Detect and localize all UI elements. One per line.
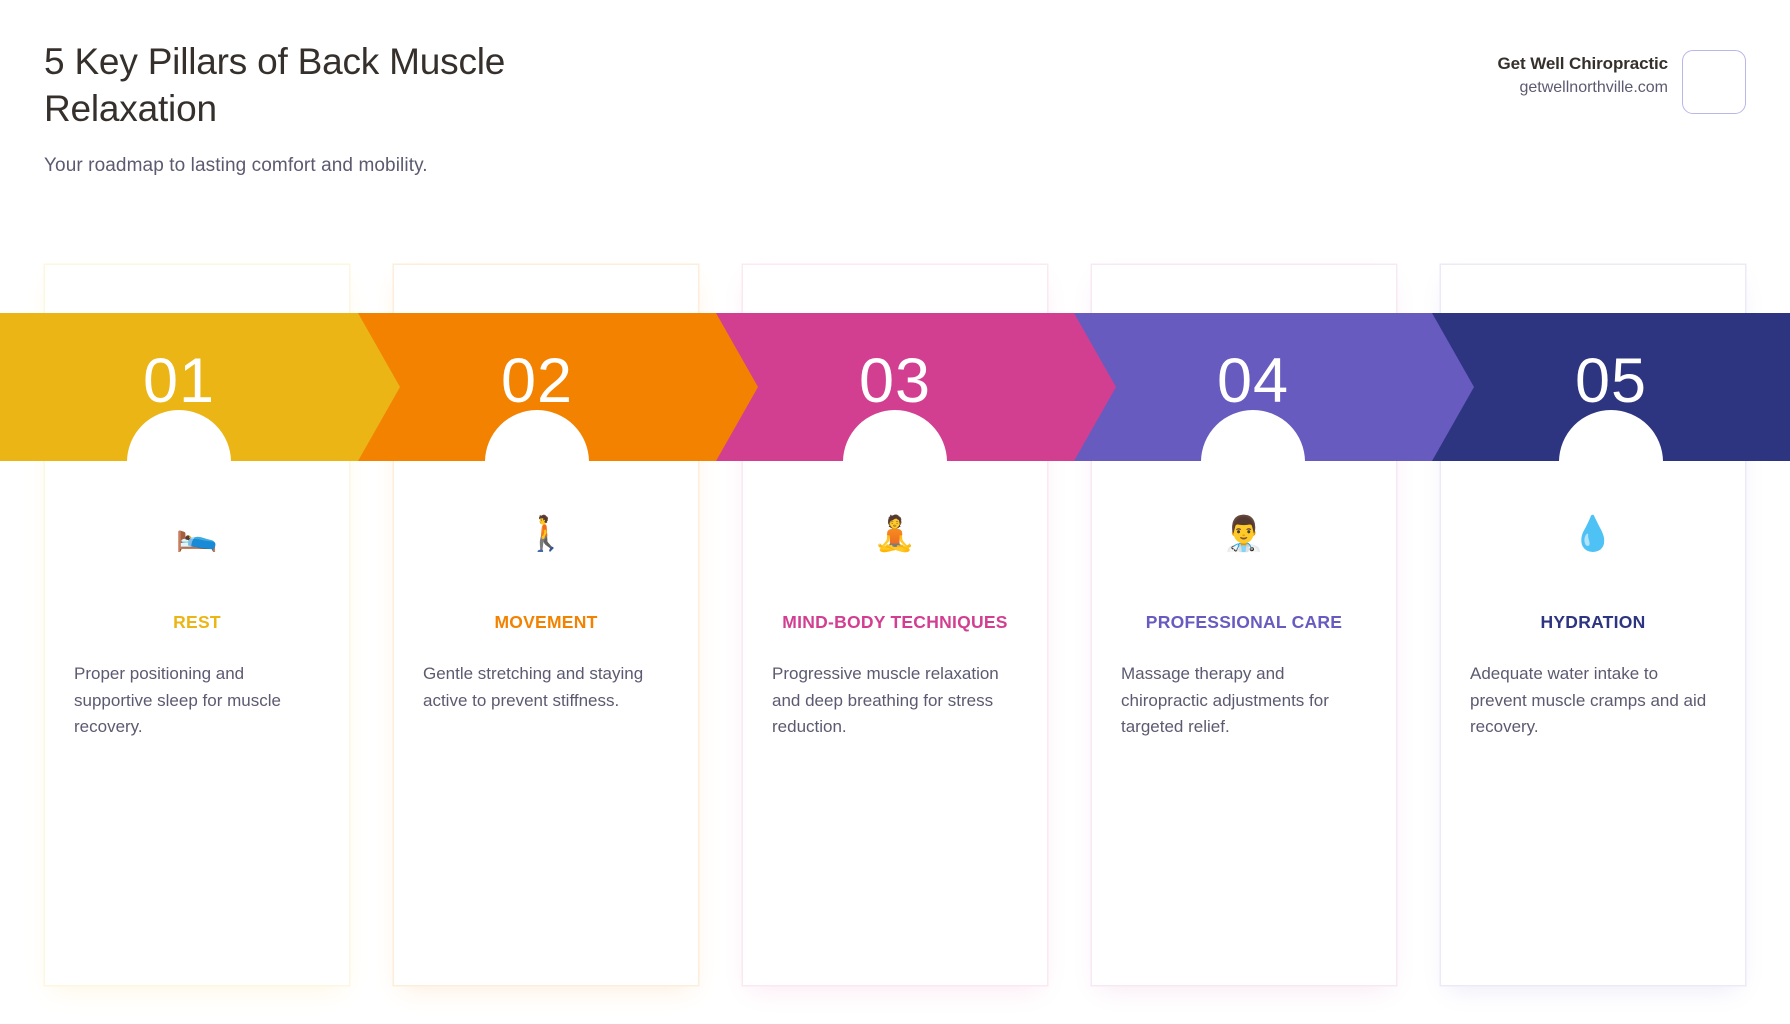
pillar-card-body: 🧘 MIND-BODY TECHNIQUES Progressive muscle … [743,485,1047,985]
page-header: 5 Key Pillars of Back Muscle Relaxation … [0,0,1790,200]
pillar-title: REST [173,612,221,632]
page-title: 5 Key Pillars of Back Muscle Relaxation [44,41,506,130]
header-text-block: 5 Key Pillars of Back Muscle Relaxation … [44,30,664,177]
health-worker-icon: 👨‍⚕️ [1222,515,1266,553]
pillar-description: Gentle stretching and staying active to … [423,664,644,710]
brand-url: getwellnorthville.com [1519,79,1668,96]
brand-text: Get Well Chiropractic getwellnorthville.… [1497,50,1669,97]
pillar-title: MOVEMENT [494,612,598,632]
brand-block: Get Well Chiropractic getwellnorthville.… [1498,30,1746,114]
pillar-description: Adequate water intake to prevent muscle … [1470,664,1707,736]
pillar-card: 🧘 MIND-BODY TECHNIQUES Progressive muscle … [743,265,1047,985]
person-in-bed-icon: 🛌 [175,515,219,553]
pillar-card-body: 🚶 MOVEMENT Gentle stretching and staying a… [394,485,698,985]
pillar-card-body: 🛌 REST Proper positioning and supportive s… [45,485,349,985]
pillar-card: 🛌 REST Proper positioning and supportive s… [45,265,349,985]
pillar-card-body: 💧 HYDRATION Adequate water intake to preve… [1441,485,1745,985]
pillar-description: Massage therapy and chiropractic adjustm… [1121,664,1329,736]
pillar-card-list: 🛌 REST Proper positioning and supportive s… [0,265,1790,985]
person-in-lotus-position-icon: 🧘 [873,515,917,553]
pillar-description: Proper positioning and supportive sleep … [74,664,281,736]
pillar-card-body: 👨‍⚕️ PROFESSIONAL CARE Massage therapy and… [1092,485,1396,985]
logo-placeholder-icon [1682,50,1746,114]
page-subtitle: Your roadmap to lasting comfort and mobi… [44,154,428,176]
pillar-card: 💧 HYDRATION Adequate water intake to preve… [1441,265,1745,985]
pillar-title: MIND-BODY TECHNIQUES [782,612,1008,632]
person-walking-icon: 🚶 [524,515,568,553]
droplet-icon: 💧 [1571,515,1615,553]
pillar-title: PROFESSIONAL CARE [1145,612,1343,632]
pillar-card: 👨‍⚕️ PROFESSIONAL CARE Massage therapy and… [1092,265,1396,985]
pillar-description: Progressive muscle relaxation and deep b… [772,664,999,736]
pillar-title: HYDRATION [1540,612,1646,632]
pillar-card: 🚶 MOVEMENT Gentle stretching and staying a… [394,265,698,985]
brand-name: Get Well Chiropractic [1497,54,1669,73]
